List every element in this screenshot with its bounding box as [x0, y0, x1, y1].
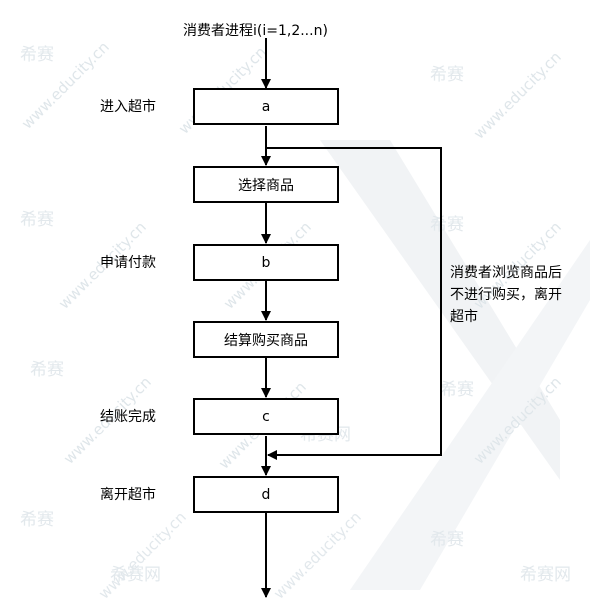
box-checkout: 结算购买商品 [193, 321, 339, 358]
box-a: a [193, 88, 339, 125]
box-c: c [193, 398, 339, 435]
arrow-skip-loop [266, 147, 442, 460]
loop-note: 消费者浏览商品后不进行购买，离开超市 [450, 265, 562, 325]
label-apply-payment: 申请付款 [100, 255, 156, 271]
process-title: 消费者进程i(i=1,2...n) [183, 23, 328, 39]
label-checkout-done: 结账完成 [100, 409, 156, 425]
box-d: d [193, 476, 339, 513]
label-leave-market: 离开超市 [100, 487, 156, 503]
box-b: b [193, 244, 339, 281]
label-enter-market: 进入超市 [100, 99, 156, 115]
box-select-goods: 选择商品 [193, 166, 339, 203]
